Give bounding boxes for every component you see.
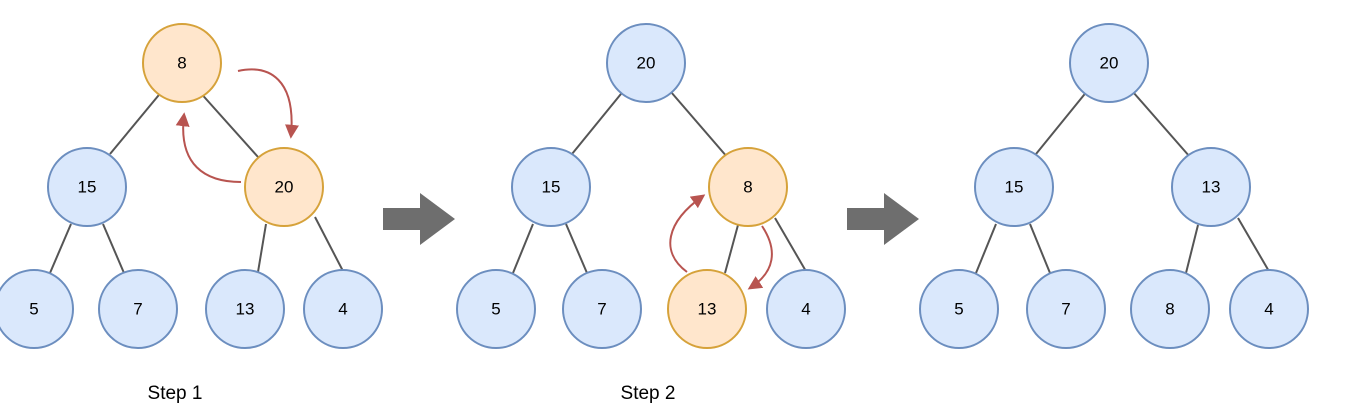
edge xyxy=(565,223,588,274)
node-value: 15 xyxy=(78,178,97,197)
edge xyxy=(1237,217,1271,274)
edge xyxy=(1029,223,1051,274)
swap-arrow xyxy=(747,225,773,290)
tree-node: 7 xyxy=(1026,269,1106,349)
node-value: 8 xyxy=(177,54,186,73)
tree-node: 20 xyxy=(1069,23,1149,103)
edge xyxy=(1035,89,1089,155)
tree-node: 20 xyxy=(606,23,686,103)
node-circle xyxy=(1069,23,1149,103)
tree-node: 8 xyxy=(708,147,788,227)
node-circle xyxy=(974,147,1054,227)
node-circle xyxy=(1130,269,1210,349)
node-value: 5 xyxy=(954,300,963,319)
node-circle xyxy=(456,269,536,349)
tree-node: 8 xyxy=(142,23,222,103)
tree-node: 13 xyxy=(667,269,747,349)
edge xyxy=(102,223,125,274)
node-circle xyxy=(1229,269,1309,349)
node-circle xyxy=(511,147,591,227)
edges xyxy=(975,89,1271,274)
node-value: 13 xyxy=(1202,178,1221,197)
tree-node: 15 xyxy=(511,147,591,227)
node-circle xyxy=(244,147,324,227)
tree-node: 13 xyxy=(205,269,285,349)
tree-node: 4 xyxy=(766,269,846,349)
node-circle xyxy=(667,269,747,349)
step-label: Step 1 xyxy=(148,383,203,404)
tree-step-1: 8 15 20 5 7 13 4 Step 1 xyxy=(0,23,383,404)
step-arrow xyxy=(383,193,455,245)
edge xyxy=(512,223,534,274)
tree-node: 7 xyxy=(98,269,178,349)
swap-arrow xyxy=(237,68,299,139)
edge xyxy=(49,223,72,274)
node-value: 7 xyxy=(133,300,142,319)
edge xyxy=(724,224,739,274)
step-label: Step 2 xyxy=(621,383,676,404)
node-circle xyxy=(98,269,178,349)
node-value: 20 xyxy=(1100,54,1119,73)
node-circle xyxy=(1026,269,1106,349)
edge xyxy=(109,89,164,155)
tree-node: 5 xyxy=(919,269,999,349)
node-circle xyxy=(606,23,686,103)
node-circle xyxy=(303,269,383,349)
node-value: 13 xyxy=(236,300,255,319)
node-value: 20 xyxy=(275,178,294,197)
edge xyxy=(571,88,626,155)
edge xyxy=(670,91,729,159)
node-circle xyxy=(142,23,222,103)
node-value: 13 xyxy=(698,300,717,319)
node-value: 8 xyxy=(1165,300,1174,319)
node-value: 7 xyxy=(1061,300,1070,319)
edge xyxy=(1132,91,1191,158)
edge xyxy=(774,217,808,274)
tree-node: 7 xyxy=(562,269,642,349)
edge xyxy=(1185,224,1199,274)
edge xyxy=(314,216,345,274)
node-value: 4 xyxy=(801,300,810,319)
edge xyxy=(197,89,259,158)
node-circle xyxy=(47,147,127,227)
tree-step-2: 20 15 8 5 7 13 4 Step 2 xyxy=(456,23,846,404)
node-value: 5 xyxy=(491,300,500,319)
step-arrow xyxy=(847,193,919,245)
edges xyxy=(512,88,808,274)
edges xyxy=(49,89,345,274)
node-circle xyxy=(0,269,74,349)
swap-arrow xyxy=(669,194,706,273)
tree-node: 13 xyxy=(1171,147,1251,227)
node-circle xyxy=(766,269,846,349)
node-circle xyxy=(205,269,285,349)
swap-arrow xyxy=(175,112,242,183)
node-value: 15 xyxy=(542,178,561,197)
node-circle xyxy=(919,269,999,349)
tree-node: 15 xyxy=(974,147,1054,227)
edge xyxy=(257,223,267,273)
tree-node: 4 xyxy=(1229,269,1309,349)
node-circle xyxy=(1171,147,1251,227)
node-value: 20 xyxy=(637,54,656,73)
tree-result: 20 15 13 5 7 8 4 xyxy=(919,23,1309,349)
node-value: 4 xyxy=(1264,300,1273,319)
tree-node: 15 xyxy=(47,147,127,227)
tree-node: 5 xyxy=(456,269,536,349)
tree-node: 4 xyxy=(303,269,383,349)
node-value: 15 xyxy=(1005,178,1024,197)
edge xyxy=(975,223,997,274)
node-value: 4 xyxy=(338,300,347,319)
tree-node: 8 xyxy=(1130,269,1210,349)
node-value: 7 xyxy=(597,300,606,319)
tree-node: 20 xyxy=(244,147,324,227)
node-circle xyxy=(562,269,642,349)
node-circle xyxy=(708,147,788,227)
tree-node: 5 xyxy=(0,269,74,349)
node-value: 8 xyxy=(743,178,752,197)
node-value: 5 xyxy=(29,300,38,319)
